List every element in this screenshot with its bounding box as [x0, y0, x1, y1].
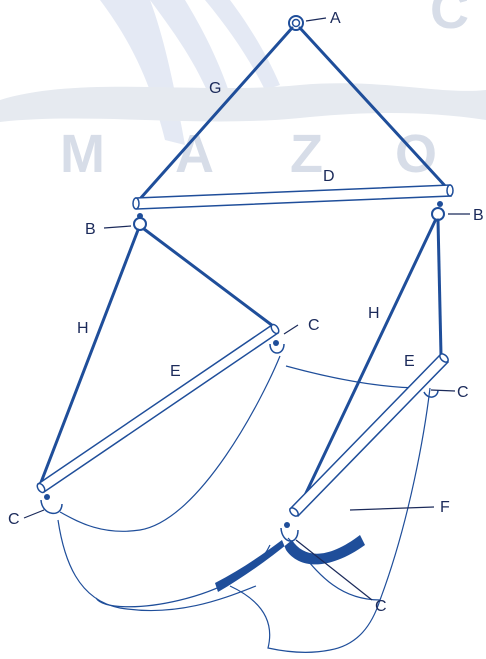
label-f: F [440, 499, 450, 516]
fabric-strap [215, 535, 365, 592]
seat-bar-right-end-bottom [289, 507, 299, 517]
spreader-bar-end-right [446, 184, 454, 197]
label-b-left: B [85, 221, 96, 238]
fabric-top-edge [285, 365, 423, 389]
label-h-right: H [368, 305, 380, 322]
hook-ring-right-knot [437, 201, 443, 207]
rope-h-left-outer [38, 228, 140, 487]
top-ring [288, 15, 304, 31]
hook-ring-right [431, 207, 445, 221]
fabric-bottom [229, 585, 331, 653]
seat-bar-left-end-bottom [36, 482, 46, 494]
fastener-right-upper [423, 389, 439, 398]
label-d: D [323, 168, 335, 185]
leader-c-left-lower [23, 509, 45, 519]
label-g: G [209, 80, 221, 97]
rope-g-right [298, 26, 449, 190]
watermark-letter-c: C [430, 0, 469, 40]
leader-c-bottom [295, 539, 373, 601]
watermark-palm-leaves [100, 0, 280, 145]
rope-g-left [137, 26, 294, 202]
watermark-letter-m: M [60, 124, 105, 184]
leader-b-left [103, 225, 132, 229]
fabric-lower-right [287, 537, 381, 601]
fastener-left-upper [269, 340, 285, 354]
label-c-left-upper: C [308, 317, 320, 334]
label-b-right: B [473, 207, 484, 224]
top-ring-inner [291, 18, 301, 28]
label-c-bottom: C [375, 598, 387, 615]
seat-bar-left [36, 323, 280, 494]
hook-ring-left-knot [137, 213, 143, 219]
label-a: A [330, 10, 341, 27]
leader-f [349, 506, 435, 511]
watermark-wave [0, 83, 486, 122]
fastener-right-lower [280, 522, 299, 542]
seat-bar-left-end-top [270, 323, 280, 335]
rope-h-right-inner [296, 219, 437, 512]
rope-h-right-outer [436, 218, 443, 357]
label-c-right-upper: C [457, 384, 469, 401]
seat-fabric [57, 355, 431, 653]
spreader-bar [135, 184, 452, 210]
leader-a [305, 17, 327, 22]
label-h-left: H [77, 320, 89, 337]
spreader-bar-end-left [132, 197, 140, 210]
fabric-left-back [59, 355, 281, 532]
seat-bar-right-end-top [439, 353, 449, 363]
leader-c-left-upper [283, 324, 299, 335]
label-e-left: E [170, 363, 181, 380]
rope-h-left-inner [142, 227, 275, 328]
label-e-right: E [404, 353, 415, 370]
fabric-mid-seam [95, 544, 271, 608]
fastener-left-lower [40, 494, 63, 514]
fabric-left-front [57, 519, 257, 612]
fabric-outer-right [329, 387, 431, 651]
watermark: M A Z O C [0, 0, 486, 184]
watermark-letter-z: Z [290, 124, 323, 184]
label-c-left-lower: C [8, 511, 20, 528]
leader-c-right-upper [430, 389, 456, 392]
seat-bar-right [288, 353, 450, 518]
